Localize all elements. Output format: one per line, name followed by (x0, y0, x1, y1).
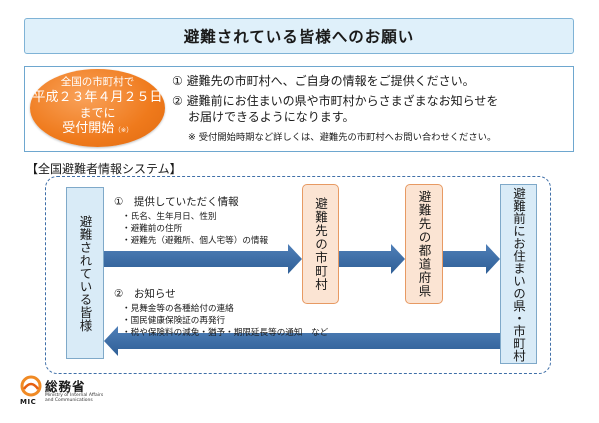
request-1: ① 避難先の市町村へ、ご自身の情報をご提供ください。 (172, 74, 475, 88)
page-title: 避難されている皆様へのお願い (183, 28, 415, 46)
destination-prefecture-label: 避難先の都道府県 (416, 190, 432, 298)
request-2-line-2: お届けできるようになります。 (188, 110, 355, 124)
badge-note-mark: （※） (114, 126, 133, 134)
home-municipality-label: 避難前にお住まいの県・市町村 (511, 186, 526, 362)
notices-item-text: 国民健康保険証の再発行 (130, 316, 226, 326)
notices-item: ・国民健康保険証の再発行 (122, 316, 226, 326)
logo-abbr: MIC (20, 398, 37, 406)
logo-english: Ministry of Internal Affairs and Communi… (45, 393, 104, 403)
destination-municipality-box: 避難先の市町村 (302, 184, 339, 304)
provide-item: ・避難前の住所 (122, 224, 183, 234)
notices-item-text: 見舞金等の各種給付の連絡 (130, 304, 234, 314)
mic-logo-icon (20, 375, 42, 397)
provide-item-text: 氏名、生年月日、性別 (130, 212, 217, 222)
system-title: 【全国避難者情報システム】 (26, 162, 182, 176)
notices-item: ・見舞金等の各種給付の連絡 (122, 304, 234, 314)
notices-item-text: 税や保険料の減免・猶予・期限延長等の通知 など (130, 328, 329, 338)
badge-line-2: 平成２３年４月２５日 (32, 90, 163, 105)
evacuees-label: 避難されている皆様 (77, 214, 93, 332)
provide-item-text: 避難先（避難所、個人宅等）の情報 (130, 236, 269, 246)
request-2-line-1: ② 避難前にお住まいの県や市町村からさまざまなお知らせを (172, 94, 499, 108)
badge-line-3: までに (79, 106, 116, 120)
notices-item: ・税や保険料の減免・猶予・期限延長等の通知 など (122, 328, 329, 338)
arrow-to-municipality (104, 244, 302, 274)
start-date-badge: 全国の市町村で 平成２３年４月２５日 までに 受付開始（※） (30, 69, 165, 147)
arrow-to-home (443, 244, 500, 274)
provide-heading: ① 提供していただく情報 (114, 196, 239, 208)
provide-item: ・氏名、生年月日、性別 (122, 212, 217, 222)
badge-line-4-text: 受付開始 (62, 121, 115, 136)
provide-item: ・避難先（避難所、個人宅等）の情報 (122, 236, 269, 246)
destination-municipality-label: 避難先の市町村 (313, 196, 328, 292)
badge-line-4: 受付開始（※） (30, 121, 165, 138)
arrow-to-prefecture (339, 244, 405, 274)
notices-heading: ② お知らせ (114, 288, 176, 300)
evacuees-box: 避難されている皆様 (66, 187, 104, 359)
badge-line-1: 全国の市町村で (60, 76, 135, 88)
destination-prefecture-box: 避難先の都道府県 (405, 184, 443, 304)
arrow-return-notices (104, 326, 500, 356)
start-time-note: ※ 受付開始時期など詳しくは、避難先の市町村へお問い合わせください。 (188, 132, 497, 143)
provide-item-text: 避難前の住所 (130, 224, 183, 234)
system-frame (45, 176, 551, 374)
title-banner: 避難されている皆様へのお願い (24, 18, 574, 54)
home-municipality-box: 避難前にお住まいの県・市町村 (500, 184, 537, 364)
logo-name: 総務省 (45, 379, 86, 394)
